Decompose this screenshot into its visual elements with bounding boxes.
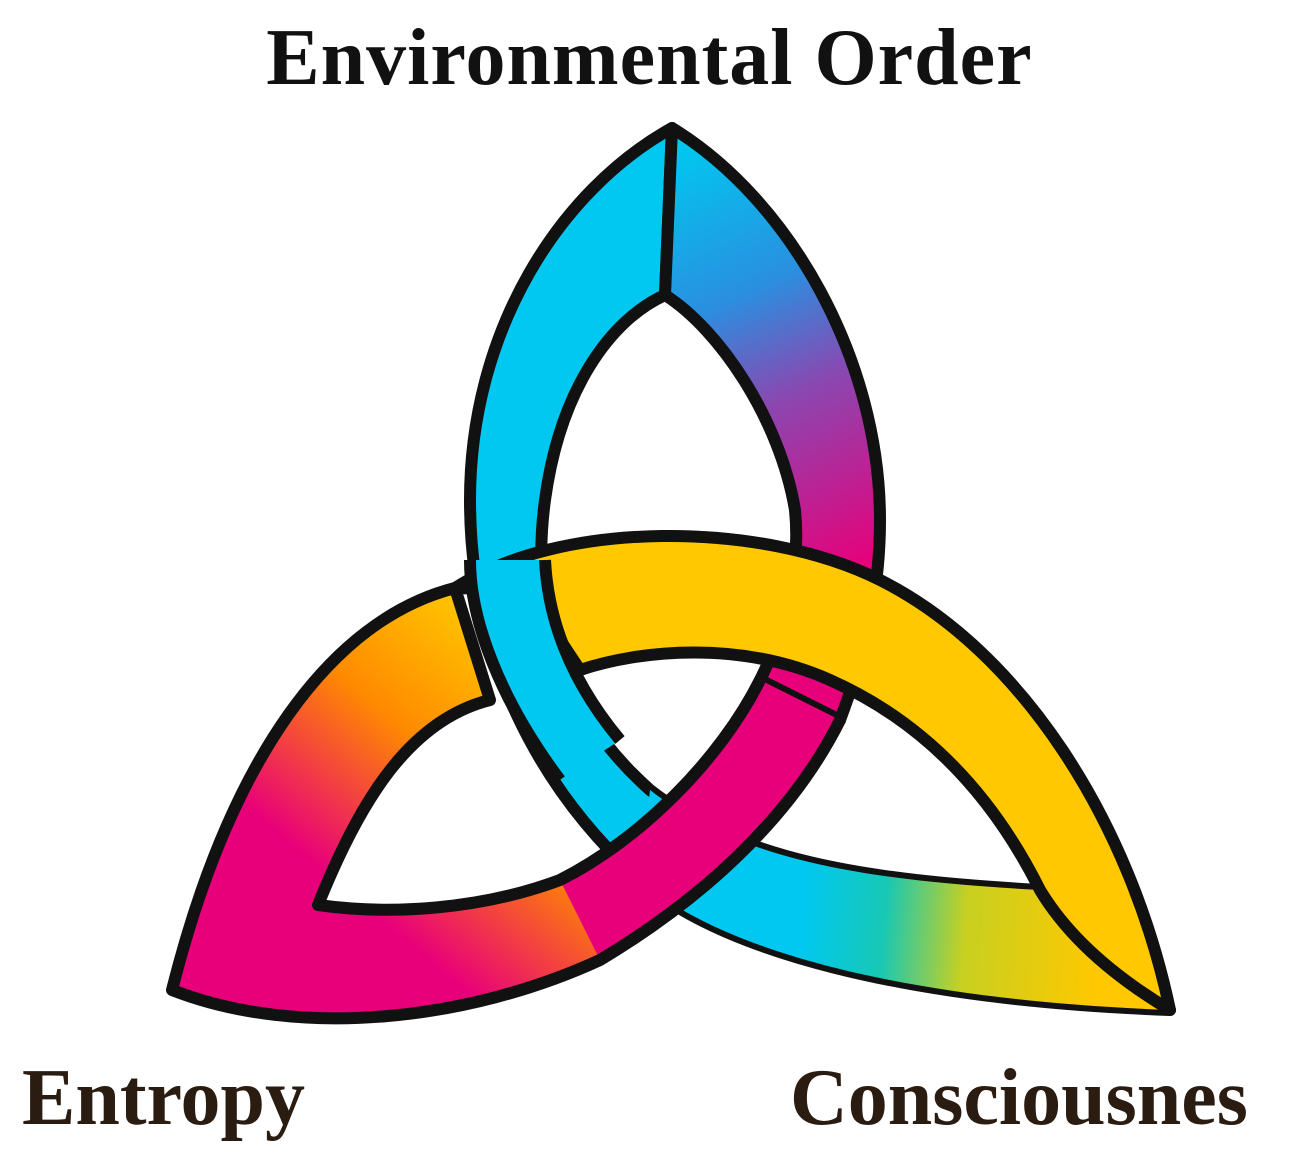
label-entropy: Entropy xyxy=(22,1054,306,1142)
label-environmental-order: Environmental Order xyxy=(266,14,1033,102)
label-consciousness: Consciousnes xyxy=(790,1054,1248,1142)
weave-overlap-magenta xyxy=(557,677,846,966)
strand-right-loop xyxy=(449,530,1176,1016)
weave-overlap-cyan xyxy=(464,559,625,784)
